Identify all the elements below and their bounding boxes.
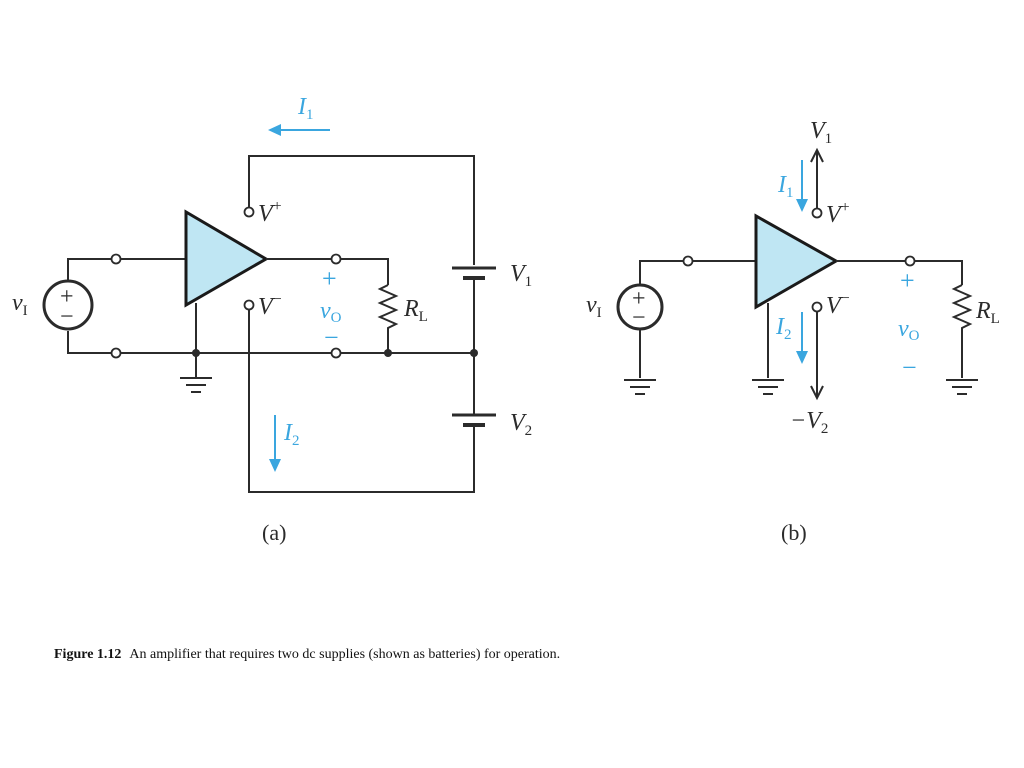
junction-a2 [384,349,392,357]
input-terminal-a [110,253,122,265]
amplifier-a [184,209,269,308]
ground-symbol-b2 [752,379,784,395]
rl-a-label: RL [403,296,428,325]
panel-b: + − vI V+ V1 V− −V2 [586,118,1000,545]
vminus-terminal-a [243,299,255,311]
i2-arrowhead-a [269,459,281,472]
v1-b-label: V1 [810,118,832,147]
v1-a-label: V1 [510,261,532,290]
source-a-wires [67,258,116,354]
rl-b-label: RL [975,298,1000,327]
vminus-b-label: V− [826,290,850,319]
ground-symbol-b1 [624,379,656,395]
vminus-terminal-b [811,301,823,313]
battery-v2-a [452,413,496,427]
vo-a-label: vO [320,298,342,326]
i2-a-label: I2 [283,420,300,449]
output-ground-terminal-a [330,347,342,359]
source-b-plus: + [632,286,646,312]
source-a-plus: + [60,284,74,310]
voltage-source-b [616,283,664,331]
v2-a-label: V2 [510,410,532,439]
figure-caption-text: An amplifier that requires two dc suppli… [129,647,561,662]
ground-symbol-b3 [946,379,978,395]
vminus-rail-a [248,305,475,493]
resistor-rl-b [951,284,973,378]
i1-arrowhead-b [796,199,808,212]
vplus-rail-a [248,155,475,265]
source-a-minus: − [60,304,74,330]
vo-b-plus: + [900,266,915,295]
panel-a-label: (a) [262,520,286,545]
vplus-a-label: V+ [258,198,282,227]
vi-a-label: vI [12,290,28,319]
voltage-source-a [42,279,94,331]
vo-b-label: vO [898,316,920,344]
i1-arrowhead-a [268,124,281,136]
i2-b-label: I2 [775,314,792,343]
ground-symbol-a [180,377,212,393]
battery-v1-a [452,266,496,415]
vo-a-minus: − [324,323,339,352]
vminus-a-label: V− [258,291,282,320]
vo-b-minus: − [902,353,917,382]
vminus-arrowhead-b [810,385,824,401]
input-terminal-b [682,255,694,267]
source-b-minus: − [632,305,646,331]
figure-caption: Figure 1.12 An amplifier that requires tw… [54,647,560,663]
output-terminal-b [904,255,916,267]
panel-a: + − vI V+ V− V1 [12,94,532,545]
i1-a-label: I1 [297,94,314,123]
amplifier-b [754,213,840,310]
resistor-rl-a [377,284,399,353]
vo-a-plus: + [322,264,337,293]
vi-b-label: vI [586,292,602,321]
v2-b-label: −V2 [790,408,828,437]
input-ground-terminal-a [110,347,122,359]
junction-a3 [470,349,478,357]
i1-b-label: I1 [777,172,794,201]
junction-a1 [192,349,200,357]
source-b-wires [639,260,756,378]
vplus-terminal-a [243,206,255,218]
output-terminal-a [330,253,342,265]
vplus-b-label: V+ [826,199,850,228]
i2-arrowhead-b [796,351,808,364]
panel-b-label: (b) [781,520,807,545]
output-wire-a [266,258,389,285]
output-wire-b [836,260,963,285]
vplus-terminal-b [811,207,823,219]
figure-number: Figure 1.12 [54,647,122,662]
vplus-arrowhead-b [810,147,824,163]
